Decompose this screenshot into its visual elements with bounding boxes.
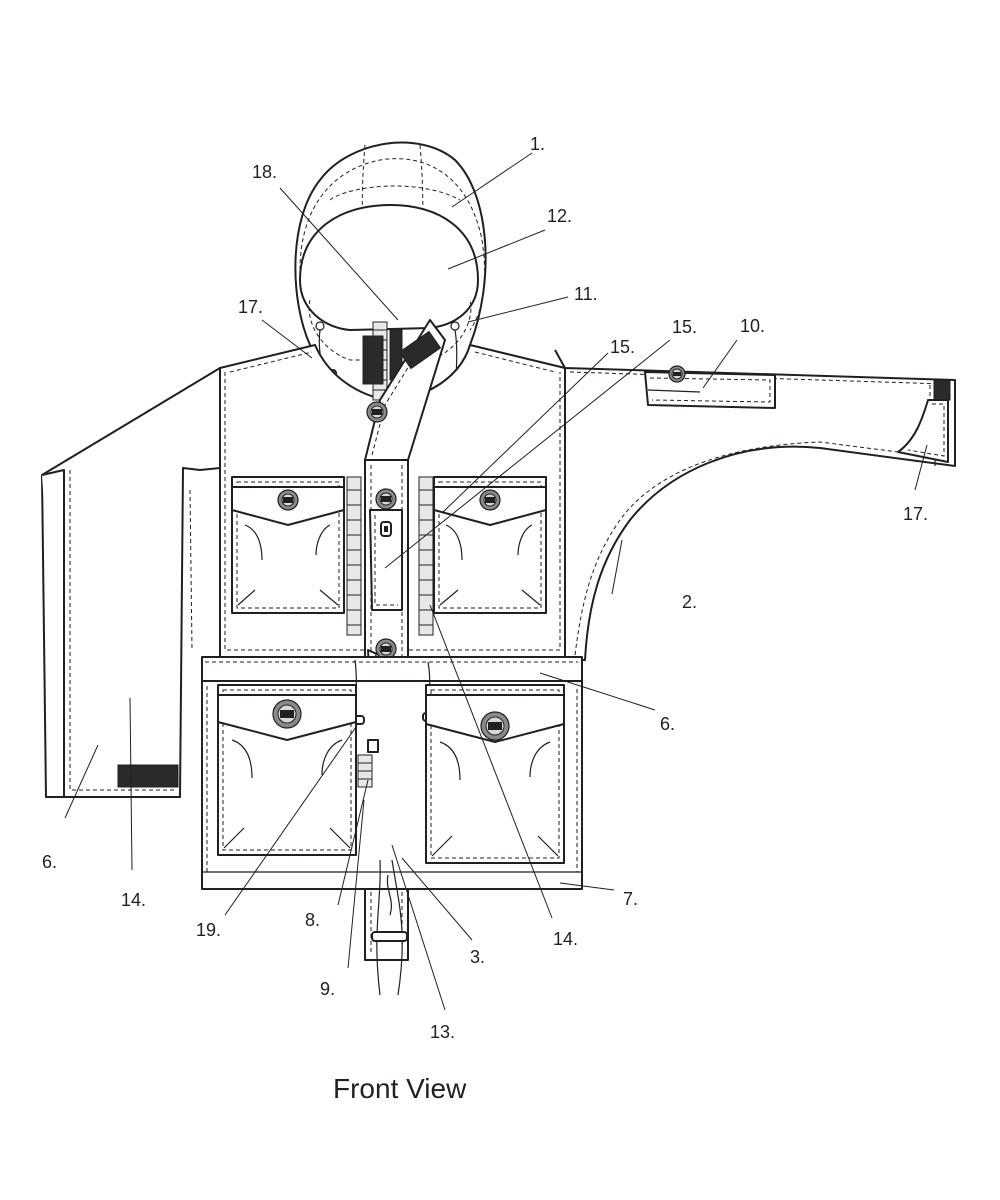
callout-14-left: 14. [121,890,146,910]
left-cuff-velcro [117,764,179,788]
callout-6-left: 6. [42,852,57,872]
sleeve-pocket-button [668,365,686,383]
callout-14-right: 14. [553,929,578,949]
collar-button [366,401,388,423]
right-lower-pocket-button [480,711,510,741]
callout-2: 2. [682,592,697,612]
callout-3: 3. [470,947,485,967]
callout-17-hood: 17. [238,297,263,317]
left-lower-pocket [217,684,357,856]
callout-12: 12. [547,206,572,226]
callout-1: 1. [530,134,545,154]
left-lower-pocket-button [272,699,302,729]
leader-lines [64,152,928,1011]
collar-flap-velcro [398,330,442,370]
right-chest-zipper [418,476,434,636]
waist-band [201,656,583,682]
callout-labels: 1. 2. 3. 6. 6. 7. 8. 9. 10. 11. 12. 13. … [42,134,928,1042]
right-chest-pocket [433,476,547,614]
callout-17-cuff: 17. [903,504,928,524]
callout-11: 11. [574,284,598,304]
left-chest-zipper [346,476,362,636]
callout-8: 8. [305,910,320,930]
callout-18: 18. [252,162,277,182]
left-chest-pocket-button [277,489,299,511]
callout-15-upper: 15. [672,317,697,337]
callout-10: 10. [740,316,765,336]
left-sleeve [41,367,221,798]
chest-button [375,488,397,510]
collar-velcro-left [362,335,384,385]
right-sleeve [554,349,956,661]
hood-opening [299,204,479,331]
lower-front-zip [357,739,379,788]
right-lower-pocket [425,684,565,864]
hem-cord-toggle [371,931,408,942]
right-chest-pocket-button [479,489,501,511]
view-caption: Front View [333,1073,467,1104]
callout-7: 7. [623,889,638,909]
callout-6-right: 6. [660,714,675,734]
callout-13: 13. [430,1022,455,1042]
right-cuff-velcro [933,379,951,401]
left-chest-pocket [231,476,345,614]
callout-19: 19. [196,920,221,940]
collar-zip-area [362,321,403,401]
callout-9: 9. [320,979,335,999]
callout-15-lower: 15. [610,337,635,357]
